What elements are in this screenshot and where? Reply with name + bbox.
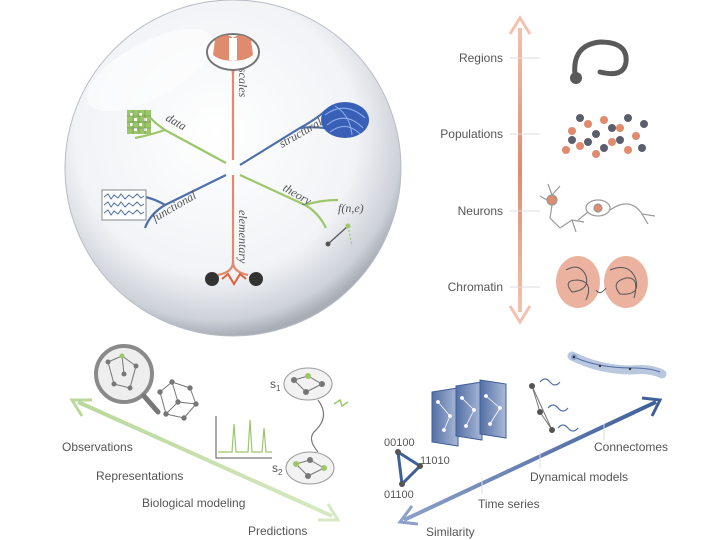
matrix-icon: [127, 110, 151, 134]
pipeline-arrowhead-left: [69, 398, 92, 417]
sphere-highlight: [86, 28, 214, 112]
code-bottom: 01100: [384, 489, 414, 501]
method-step-dynamical: Dynamical models: [530, 470, 628, 484]
state-2-label: s2: [272, 461, 283, 477]
pipeline-arrow-shaft: [77, 400, 333, 518]
molecule-icon: [205, 272, 263, 286]
magnifier-icon: [94, 344, 161, 415]
stacked-panels-icon: [431, 379, 507, 447]
pipeline-step-observations: Observations: [62, 440, 133, 454]
pipeline-step-predictions: Predictions: [248, 524, 307, 538]
scale-label-chromatin: Chromatin: [448, 280, 503, 294]
scale-label-neurons: Neurons: [458, 204, 503, 218]
stimulus-icon: [333, 398, 349, 408]
scale-arrow-up: [508, 15, 532, 35]
state-1-label: s1: [270, 377, 281, 393]
similarity-triangle-icon: [395, 449, 423, 488]
methods-arrowhead-right: [641, 396, 663, 417]
pipeline-step-representations: Representations: [96, 469, 183, 483]
pipeline-panel: Observations Representations Biological …: [62, 344, 349, 538]
scale-arrow-down: [508, 305, 532, 325]
chromatin-icon: [556, 256, 648, 308]
axis-label-scales: scales: [236, 68, 250, 98]
state-1-graph-icon: [283, 367, 333, 401]
dynamical-model-icon: [529, 378, 579, 433]
timeseries-icon: [101, 189, 147, 221]
method-step-connectomes: Connectomes: [594, 440, 668, 454]
scale-arrow-shaft: [518, 28, 522, 312]
method-step-similarity: Similarity: [426, 525, 475, 539]
pipeline-step-modeling: Biological modeling: [142, 496, 245, 510]
methods-arrowhead-left: [397, 505, 419, 526]
populations-icon: [562, 114, 648, 158]
neurons-icon: [539, 183, 656, 233]
graph-small-icon: [325, 223, 353, 247]
pipeline-arrowhead-right: [318, 503, 341, 522]
scale-label-regions: Regions: [459, 51, 503, 65]
code-top: 00100: [384, 437, 415, 449]
spike-train-icon: [215, 416, 272, 459]
brain-icon: [206, 33, 260, 71]
state-transition-arrow: [310, 399, 325, 453]
methods-arrow-shaft: [403, 400, 657, 522]
tractography-icon: [321, 102, 369, 138]
state-2-graph-icon: [285, 451, 335, 485]
network-icon: [157, 379, 199, 421]
scale-label-populations: Populations: [440, 127, 503, 141]
theory-formula: f(n,e): [338, 201, 364, 215]
scale-axis-panel: Regions Populations Neurons Chromatin: [440, 15, 656, 325]
axis-label-elementary: elementary: [236, 210, 250, 264]
worm-icon: [567, 351, 667, 379]
code-right: 11010: [420, 455, 450, 467]
regions-icon: [570, 39, 629, 84]
methods-panel: Similarity Time series Dynamical models …: [384, 351, 668, 539]
sphere-panel: scales elementary structural theory func…: [64, 0, 402, 337]
method-step-timeseries: Time series: [478, 497, 540, 511]
